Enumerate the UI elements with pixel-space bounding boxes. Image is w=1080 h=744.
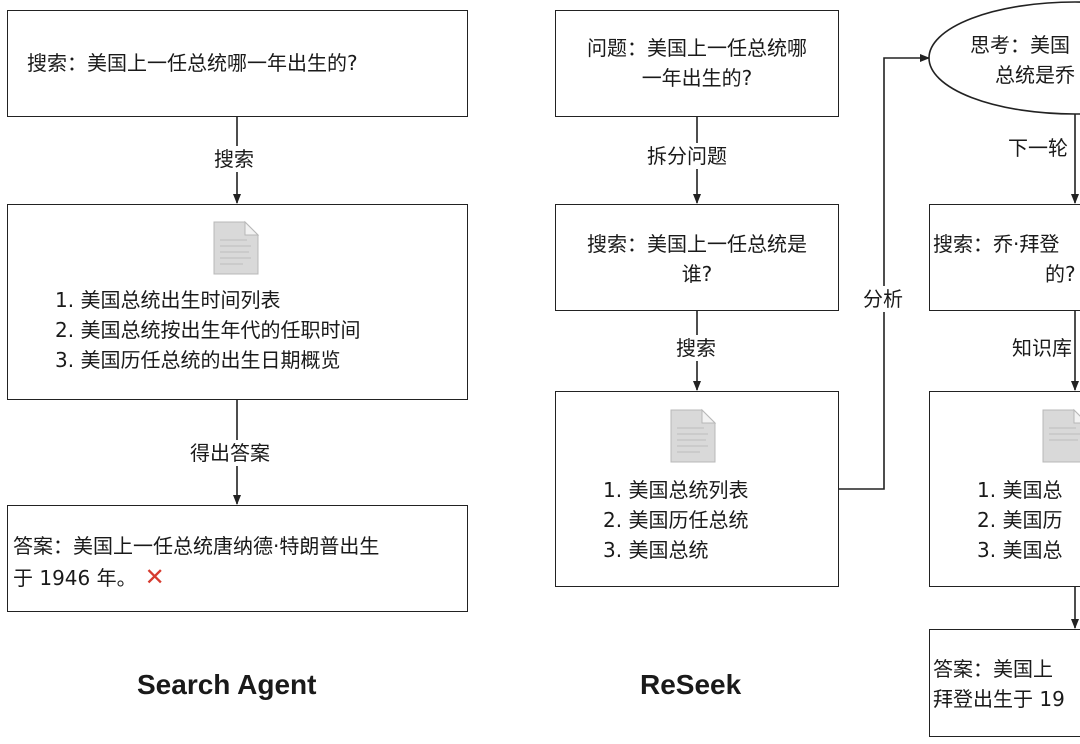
- right-search-text: 搜索：乔·拜登 的?: [933, 229, 1076, 289]
- question-line1: 问题：美国上一任总统哪: [587, 36, 807, 60]
- list-item: 2. 美国历: [977, 508, 1063, 532]
- edge-label-next-round: 下一轮: [1006, 135, 1070, 161]
- right-answer-line2: 拜登出生于 19: [933, 687, 1065, 711]
- right-answer-text: 答案：美国上 拜登出生于 19: [933, 654, 1065, 714]
- right-search-line1: 搜索：乔·拜登: [933, 232, 1060, 256]
- think-line1: 思考：美国: [970, 33, 1070, 57]
- document-icon: [213, 220, 260, 275]
- answer-line2-text: 于 1946 年。: [13, 566, 137, 590]
- document-icon: [1042, 408, 1080, 463]
- document-icon: [670, 408, 717, 463]
- edge-label-analyze: 分析: [861, 286, 905, 312]
- search-agent-answer-line2: 于 1946 年。 ✕: [13, 562, 165, 593]
- wrong-cross-icon: ✕: [144, 563, 165, 591]
- arrow-results-to-think: [839, 54, 930, 490]
- search-agent-answer-box: [7, 505, 468, 612]
- search-agent-query-box: [7, 10, 468, 117]
- list-item: 1. 美国总统出生时间列表: [55, 288, 281, 312]
- right-answer-line1: 答案：美国上: [933, 657, 1053, 681]
- list-item: 3. 美国历任总统的出生日期概览: [55, 348, 341, 372]
- edge-label-split: 拆分问题: [645, 143, 729, 169]
- list-item: 1. 美国总: [977, 478, 1063, 502]
- edge-label-answer: 得出答案: [188, 440, 272, 466]
- list-item: 3. 美国总: [977, 538, 1063, 562]
- right-search-line2: 的?: [1045, 262, 1076, 286]
- list-item: 2. 美国总统按出生年代的任职时间: [55, 318, 361, 342]
- reseek-subquery-box: [555, 204, 839, 311]
- search-agent-query-text: 搜索：美国上一任总统哪一年出生的?: [27, 51, 358, 75]
- subquery-line2: 谁?: [681, 262, 713, 286]
- caption-reseek: ReSeek: [640, 669, 742, 700]
- search-agent-results-list: 1. 美国总统出生时间列表 2. 美国总统按出生年代的任职时间 3. 美国历任总…: [55, 285, 360, 375]
- edge-label-knowledge-base: 知识库: [1010, 335, 1074, 361]
- question-line2: 一年出生的?: [641, 66, 753, 90]
- list-item: 2. 美国历任总统: [603, 508, 749, 532]
- list-item: 3. 美国总统: [603, 538, 709, 562]
- think-line2: 总统是乔: [995, 63, 1075, 87]
- caption-search-agent: Search Agent: [137, 669, 317, 700]
- list-item: 1. 美国总统列表: [603, 478, 749, 502]
- think-text: 思考：美国 总统是乔: [970, 30, 1075, 90]
- reseek-subquery-text: 搜索：美国上一任总统是 谁?: [555, 229, 839, 289]
- edge-label-search-left: 搜索: [212, 146, 256, 172]
- right-search-box: [929, 204, 1080, 311]
- edge-label-search-middle: 搜索: [674, 335, 718, 361]
- right-answer-box: [929, 629, 1080, 737]
- think-ellipse: [928, 1, 1080, 115]
- reseek-question-box: [555, 10, 839, 117]
- reseek-question-text: 问题：美国上一任总统哪 一年出生的?: [555, 33, 839, 93]
- search-agent-answer-line1: 答案：美国上一任总统唐纳德·特朗普出生: [13, 534, 380, 558]
- subquery-line1: 搜索：美国上一任总统是: [587, 232, 807, 256]
- reseek-results-list: 1. 美国总统列表 2. 美国历任总统 3. 美国总统: [603, 475, 748, 565]
- right-results-list: 1. 美国总 2. 美国历 3. 美国总: [977, 475, 1062, 565]
